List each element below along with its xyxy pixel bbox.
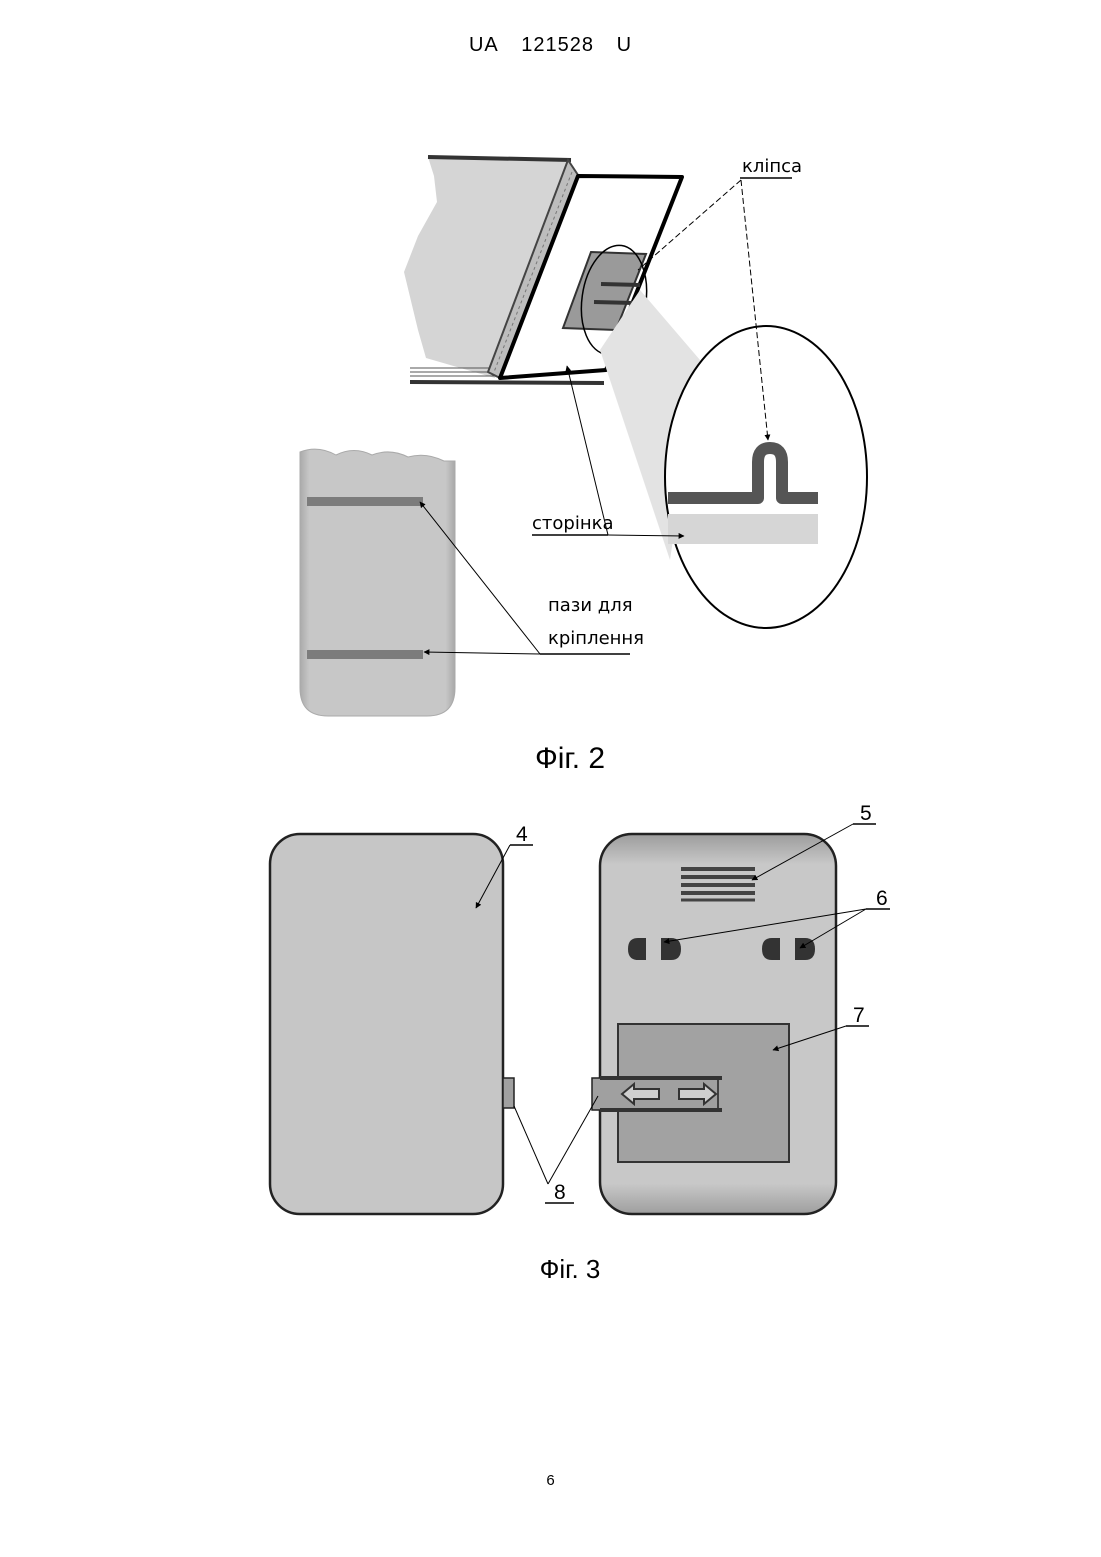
- slot-top: [307, 497, 423, 506]
- device-slots-view: [300, 449, 455, 716]
- ref-6: 6: [876, 887, 888, 910]
- figure-3-caption: Фіг. 3: [0, 1254, 1101, 1285]
- ref-4: 4: [516, 823, 528, 846]
- label-slots-line1: пази для: [548, 595, 633, 616]
- fastener-right-a: [762, 938, 780, 960]
- slot-bottom: [307, 650, 423, 659]
- label-clip: кліпса: [742, 156, 802, 177]
- figure-2: кліпса сторінка пази для кріплення: [300, 156, 867, 716]
- slider-stub: [503, 1078, 514, 1108]
- figure-2-caption: Фіг. 2: [0, 742, 1101, 776]
- figure-3: 4 5 6 7 8: [270, 802, 890, 1214]
- page-number: 6: [0, 1472, 1101, 1489]
- label-page: сторінка: [532, 513, 614, 534]
- ref-8: 8: [554, 1181, 566, 1204]
- magnified-view: [665, 326, 867, 628]
- label-slots-line2: кріплення: [548, 628, 644, 649]
- ref-5: 5: [860, 802, 872, 825]
- device-front: [270, 834, 503, 1214]
- ref-7: 7: [853, 1004, 865, 1027]
- fastener-left-a: [628, 938, 646, 960]
